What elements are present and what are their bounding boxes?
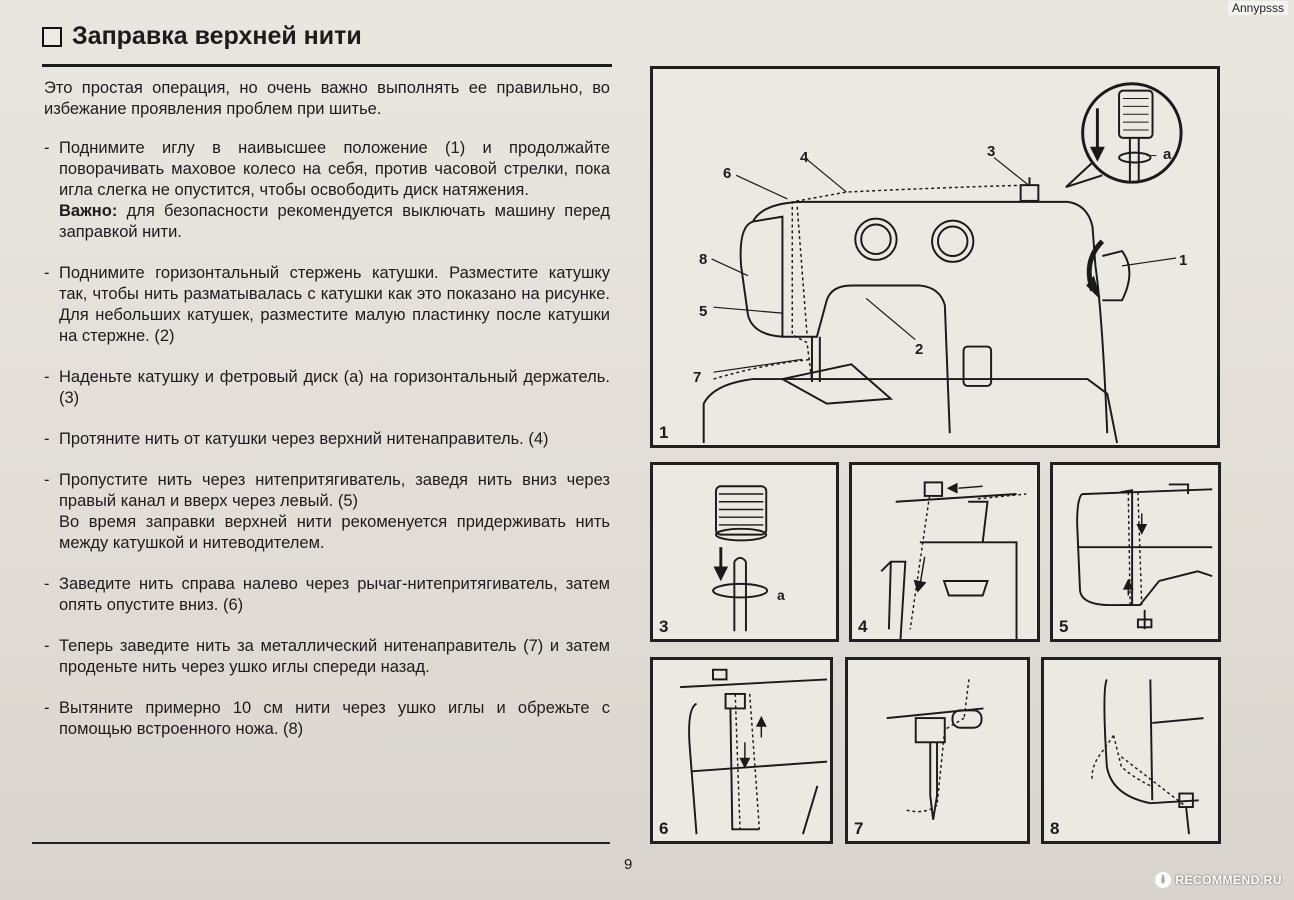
info-icon: i: [1155, 872, 1172, 888]
note-text: для безопасности рекомендуется выключать…: [59, 202, 610, 241]
figure-4: 4: [849, 462, 1040, 642]
step-text: Поднимите иглу в наивысшее положение (1)…: [59, 139, 610, 199]
step-text: Заведите нить справа налево через рычаг-…: [59, 575, 610, 614]
step-4: - Протяните нить от катушки через верхни…: [44, 429, 610, 450]
take-up-lever-illustration: [680, 668, 828, 835]
figure-7: 7: [845, 657, 1030, 844]
step-note: Важно: для безопасности рекомендуется вы…: [59, 201, 610, 243]
step-2: - Поднимите горизонтальный стержень кату…: [44, 264, 610, 345]
author-watermark: Annypsss: [1227, 1, 1288, 15]
checkbox-icon: [42, 26, 62, 47]
figure-number: 6: [659, 819, 669, 838]
section-title: Заправка верхней нити: [42, 22, 362, 51]
figure-number: 5: [1059, 617, 1069, 636]
page-number: 9: [624, 856, 633, 873]
step-8: - Вытяните примерно 10 см нити через ушк…: [44, 699, 610, 738]
thread-guide-illustration: [880, 481, 1027, 639]
figure-number: 8: [1050, 819, 1060, 838]
bottom-divider: [32, 842, 610, 844]
spool-and-felt-illustration: [712, 485, 769, 632]
step-3: - Наденьте катушку и фетровый диск (а) н…: [44, 368, 610, 407]
figure-6: 6: [650, 657, 833, 844]
step-text: Вытяните примерно 10 см нити через ушко …: [59, 699, 610, 738]
title-divider: [42, 64, 612, 67]
logo-text: RECOMMEND.RU: [1175, 873, 1282, 887]
figure-5: 5: [1050, 462, 1221, 642]
site-logo: i RECOMMEND.RU: [1155, 872, 1282, 888]
figure-8: 8: [1041, 657, 1221, 844]
step-1: - Поднимите иглу в наивысшее положение (…: [44, 139, 610, 243]
figure-number: 3: [659, 617, 669, 636]
note-label: Важно:: [59, 202, 118, 220]
needle-threading-illustration: [886, 679, 984, 820]
callout-6: 6: [723, 165, 732, 182]
step-text: Наденьте катушку и фетровый диск (а) на …: [59, 368, 610, 407]
figure-number: 7: [854, 819, 864, 838]
thread-cutter-illustration: [1091, 679, 1204, 835]
figure-1: 1 2 3 4 5 6 7 8 a 1: [650, 66, 1220, 448]
callout-5: 5: [699, 303, 708, 320]
callout-1: 1: [1179, 252, 1188, 269]
figure-3: a 3: [650, 462, 839, 642]
sewing-machine-illustration: [702, 82, 1183, 444]
step-5: - Пропустите нить через нитепритягивател…: [44, 471, 610, 552]
step-text: Поднимите горизонтальный стержень катушк…: [59, 264, 610, 345]
step-6: - Заведите нить справа налево через рыча…: [44, 575, 610, 614]
step-extra: Во время заправки верхней нити рекоменуе…: [59, 513, 610, 552]
callout-4: 4: [800, 149, 809, 166]
intro-text: Это простая операция, но очень важно вып…: [44, 79, 610, 118]
step-7: - Теперь заведите нить за металлический …: [44, 637, 610, 676]
page-title: Заправка верхней нити: [72, 22, 362, 50]
step-text: Теперь заведите нить за металлический ни…: [59, 637, 610, 676]
callout-7: 7: [693, 369, 702, 386]
callout-2: 2: [915, 341, 924, 358]
figure-number: 4: [858, 617, 868, 636]
callout-8: 8: [699, 251, 708, 268]
instructions: Это простая операция, но очень важно вып…: [44, 78, 610, 740]
step-text: Протяните нить от катушки через верхний …: [59, 430, 549, 448]
step-text: Пропустите нить через нитепритягиватель,…: [59, 471, 610, 510]
felt-label-a: a: [777, 587, 785, 603]
callout-3: 3: [987, 143, 996, 160]
figure-number: 1: [659, 423, 669, 442]
inset-label-a: a: [1163, 146, 1172, 163]
take-up-channel-illustration: [1076, 483, 1213, 630]
